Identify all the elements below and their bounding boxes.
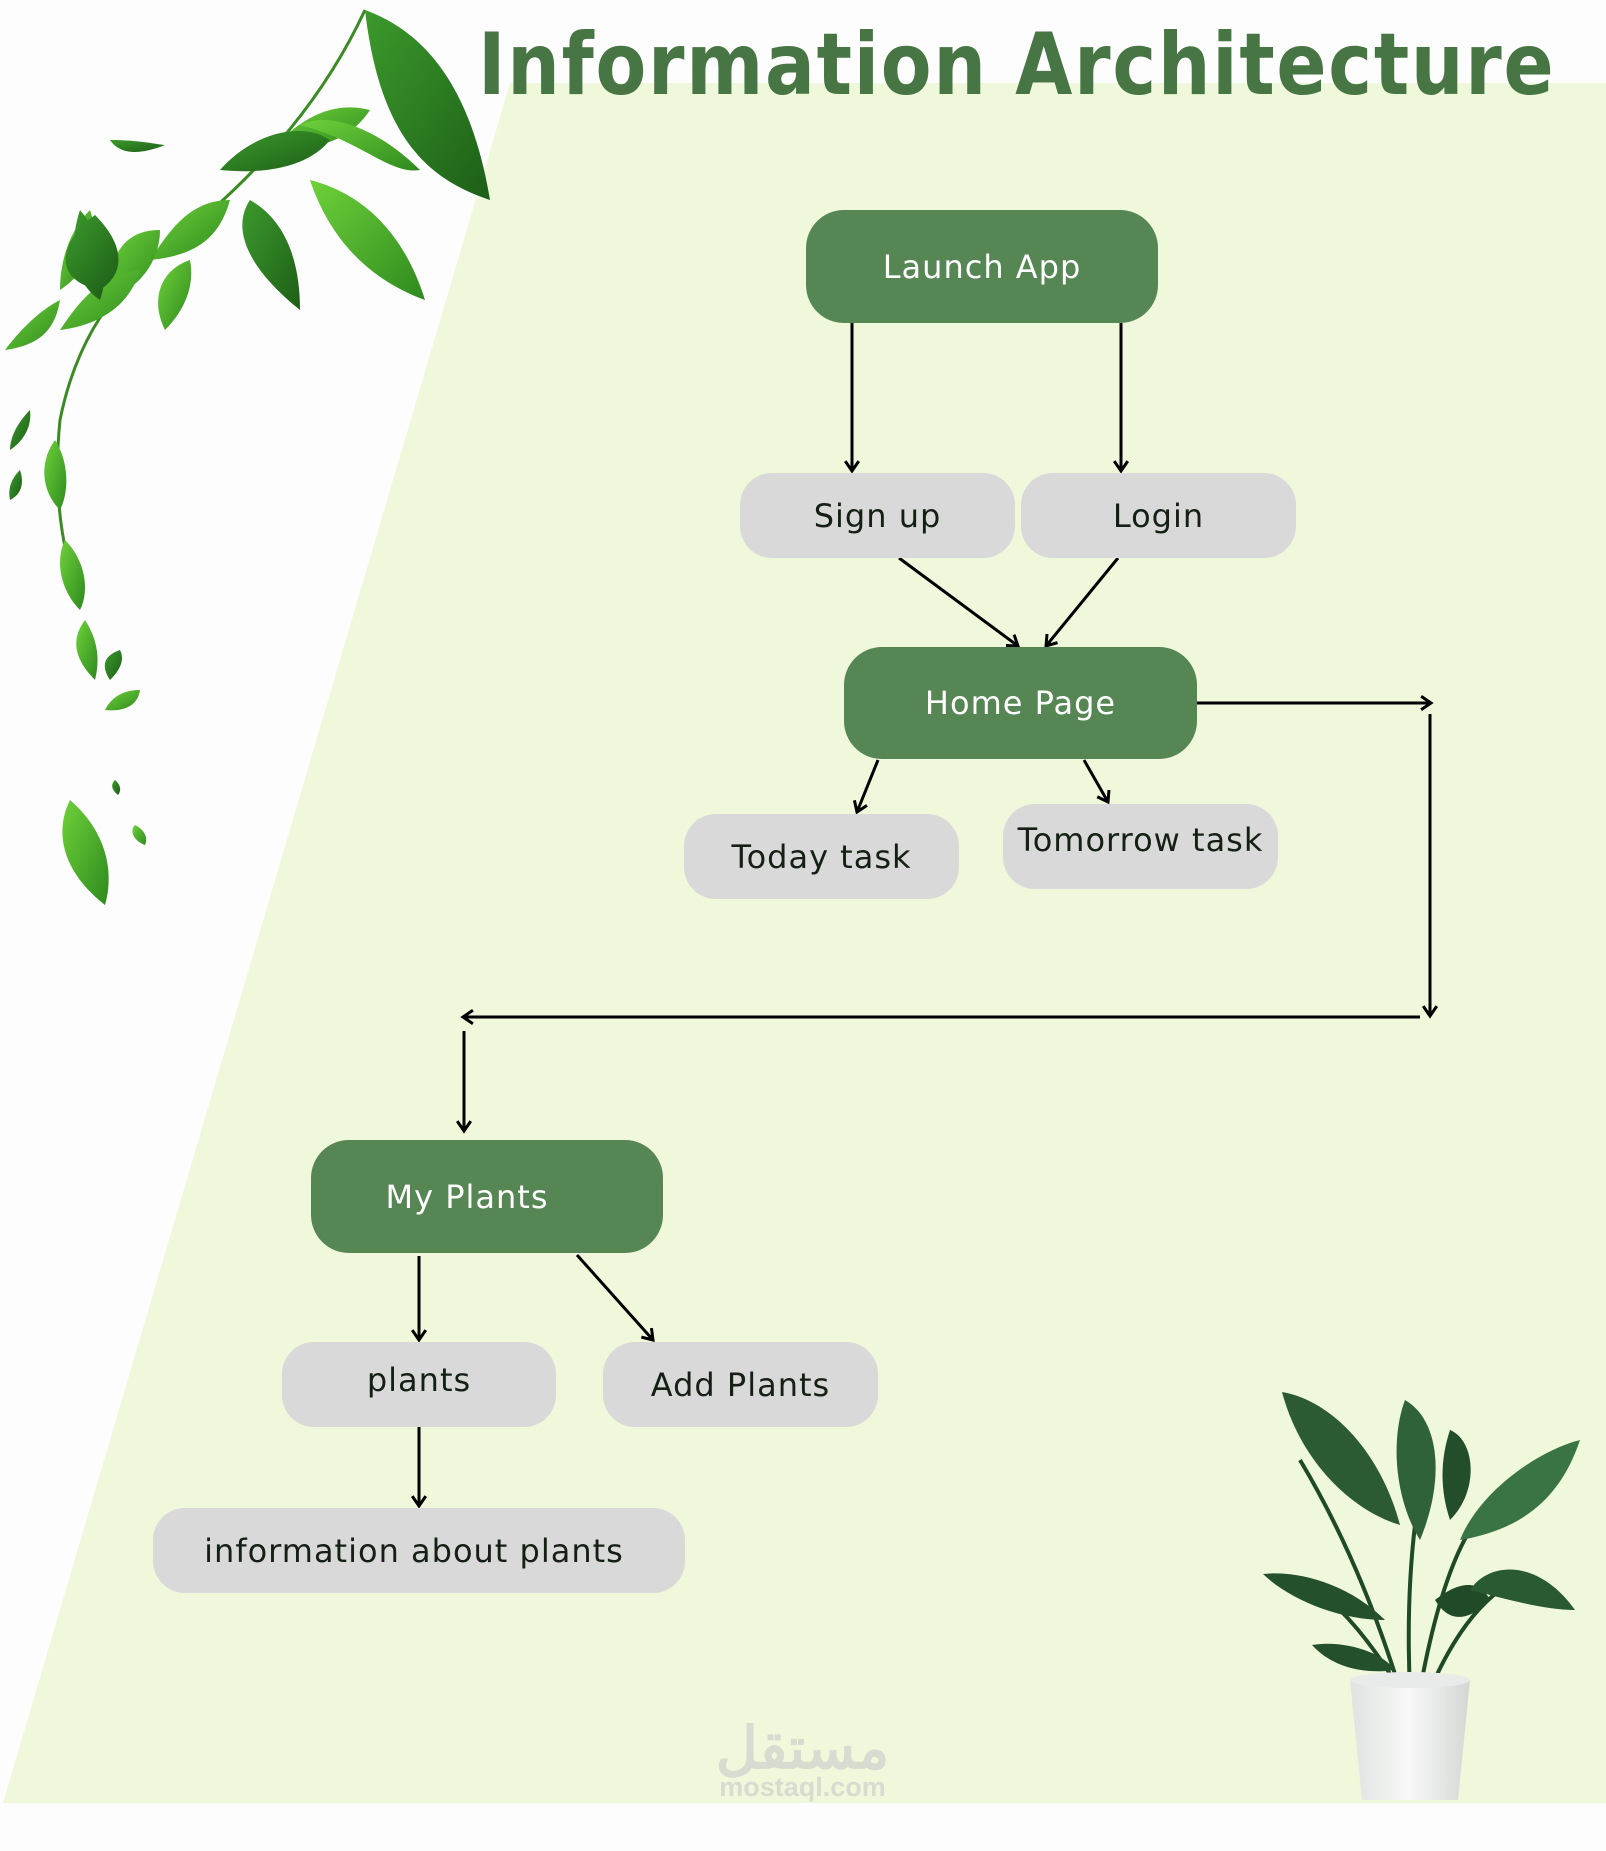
arrow-line	[898, 556, 1019, 648]
arrow-line	[575, 1254, 655, 1341]
node-information-about-plants[interactable]: information about plants	[153, 1508, 685, 1593]
node-plants[interactable]: plants	[282, 1342, 556, 1427]
watermark-arabic: مستقل	[715, 1716, 890, 1781]
node-tomorrow-task[interactable]: Tomorrow task	[1003, 804, 1278, 889]
edge-launch-app-to-sign-up	[843, 323, 861, 474]
arrowhead-icon	[843, 460, 861, 474]
node-login[interactable]: Login	[1021, 473, 1296, 558]
edge-home-page-to-today-task	[852, 759, 880, 815]
node-home-page[interactable]: Home Page	[844, 647, 1197, 759]
arrowhead-icon	[1044, 633, 1058, 649]
node-today-task[interactable]: Today task	[684, 814, 959, 899]
edge-launch-app-to-login	[1112, 323, 1130, 474]
connector-arrows	[410, 323, 1439, 1509]
edge-plants-to-info-plants	[410, 1427, 428, 1509]
watermark-latin: mostaql.com	[719, 1772, 886, 1802]
arrowhead-icon	[460, 1008, 474, 1026]
node-add-plants[interactable]: Add Plants	[603, 1342, 878, 1427]
edge-my-plants-to-plants	[410, 1256, 428, 1343]
potted-plant-icon	[1263, 1392, 1580, 1800]
node-launch-app[interactable]: Launch App	[806, 210, 1158, 323]
edge-login-to-home-page	[1044, 557, 1120, 649]
edge-my-plants-to-add-plants	[575, 1254, 655, 1342]
arrowhead-icon	[1112, 460, 1130, 474]
arrow-line	[1044, 557, 1120, 647]
arrowhead-icon	[640, 1327, 655, 1342]
edge-sign-up-to-home-page	[898, 556, 1021, 648]
node-my-plants[interactable]: My Plants	[311, 1140, 663, 1253]
node-sign-up[interactable]: Sign up	[740, 473, 1015, 558]
arrow-line	[855, 759, 880, 813]
arrowhead-icon	[1420, 694, 1434, 712]
edge-home-page-to-tomorrow-task	[1082, 759, 1111, 805]
arrowhead-icon	[410, 1495, 428, 1509]
hanging-leaves-icon	[5, 9, 490, 905]
arrowhead-icon	[455, 1120, 473, 1134]
arrowhead-icon	[1096, 789, 1111, 805]
arrowhead-icon	[410, 1329, 428, 1343]
arrow-line	[1082, 759, 1110, 803]
watermark: مستقل mostaql.com	[700, 1720, 905, 1801]
edge-home-page-to-my-plants	[455, 694, 1439, 1134]
arrowhead-icon	[1421, 1005, 1439, 1019]
arrowhead-icon	[852, 799, 868, 815]
arrowhead-icon	[1005, 634, 1021, 648]
page-title: Information Architecture	[478, 15, 1556, 115]
